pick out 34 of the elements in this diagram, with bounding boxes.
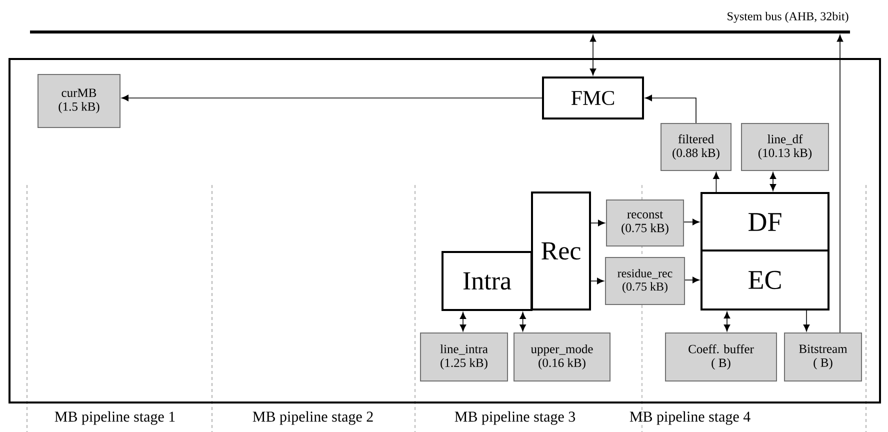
arrow xyxy=(684,218,700,226)
arrow xyxy=(122,94,542,102)
process-box: DF xyxy=(700,192,830,252)
process-box: Rec xyxy=(531,192,591,310)
arrow xyxy=(713,172,720,192)
stage-label: MB pipeline stage 2 xyxy=(252,411,373,425)
arrow xyxy=(645,94,696,124)
stage-label: MB pipeline stage 3 xyxy=(454,411,576,425)
arrow xyxy=(460,312,466,332)
arrow xyxy=(590,278,604,284)
arrow xyxy=(590,34,596,76)
module-frame xyxy=(8,58,881,404)
arrow xyxy=(770,172,776,191)
buffer-box: Bitstream ( B) xyxy=(784,332,862,382)
buffer-box: filtered (0.88 kB) xyxy=(660,123,732,171)
buffer-box: residue_rec (0.75 kB) xyxy=(605,257,685,305)
arrow xyxy=(520,312,526,332)
buffer-box: reconst (0.75 kB) xyxy=(606,200,684,246)
bus-label: System bus (AHB, 32bit) xyxy=(728,12,848,23)
buffer-box: Coeff. buffer ( B) xyxy=(665,332,777,382)
arrow xyxy=(836,34,844,333)
stage-label: MB pipeline stage 1 xyxy=(54,411,175,425)
buffer-box: line_intra (1.25 kB) xyxy=(420,332,508,382)
process-box: FMC xyxy=(542,76,644,120)
buffer-box: curMB (1.5 kB) xyxy=(38,74,120,128)
process-box: EC xyxy=(700,250,830,310)
arrow xyxy=(684,276,700,284)
buffer-box: line_df (10.13 kB) xyxy=(741,123,829,171)
process-box: Intra xyxy=(442,251,532,311)
buffer-box: upper_mode (0.16 kB) xyxy=(514,332,610,382)
arrow xyxy=(590,220,605,226)
arrow xyxy=(803,310,810,332)
stage-label: MB pipeline stage 4 xyxy=(630,411,750,425)
arrow xyxy=(724,312,730,332)
